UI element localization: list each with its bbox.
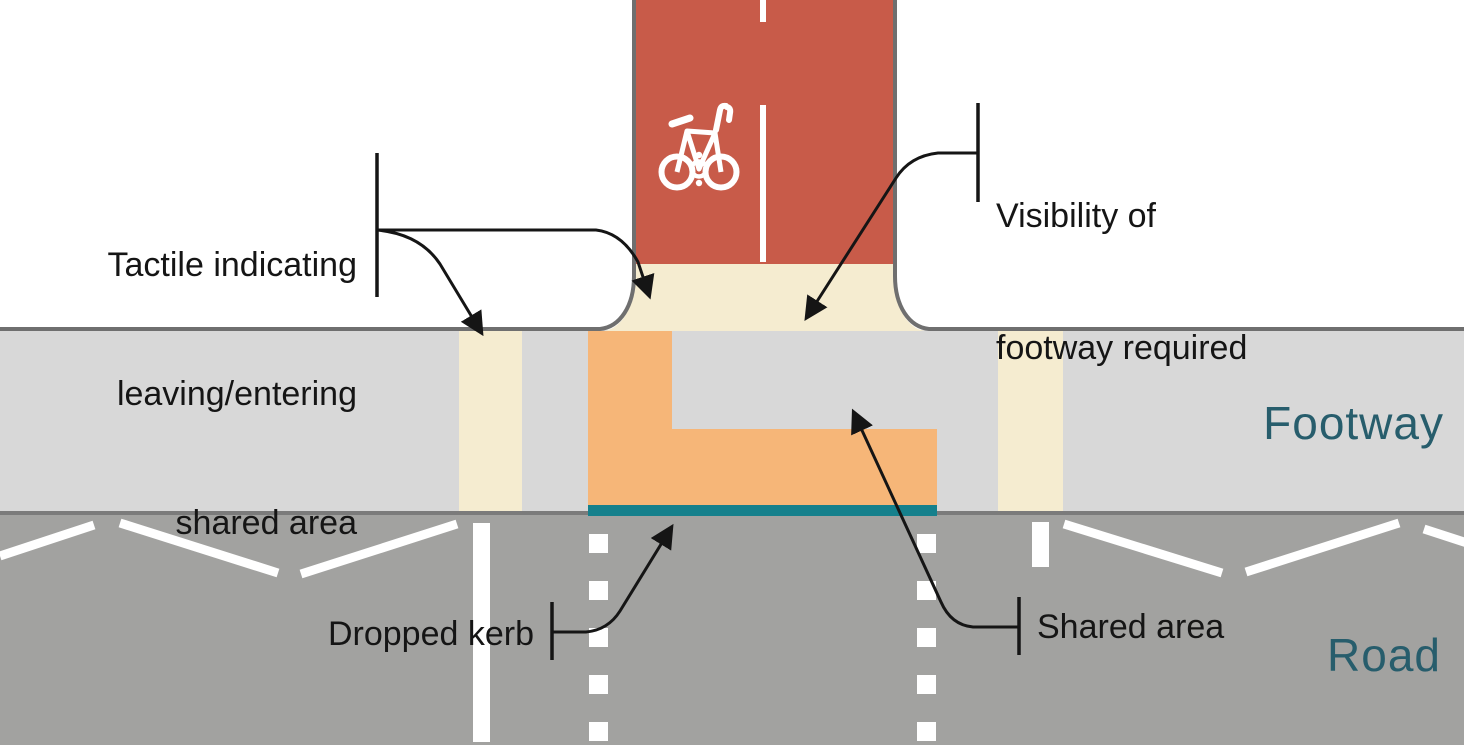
tactile-strip-left — [459, 331, 522, 511]
visibility-leader — [804, 151, 978, 322]
shared-area-leader — [851, 408, 1019, 629]
tactile-leader-to-left-strip — [376, 228, 484, 337]
dropped-kerb-annotation: Dropped kerb — [327, 615, 534, 653]
road-band — [0, 515, 1464, 745]
tactile-annotation-line2: leaving/entering — [116, 375, 357, 413]
bicycle-icon — [658, 102, 740, 191]
tactile-leader-to-crossing-band — [377, 228, 655, 300]
tactile-crossing-band — [604, 264, 925, 331]
solid-line-right — [1032, 522, 1049, 567]
crossing-dashes-left — [589, 534, 608, 741]
tactile-annotation: Tactile indicating leaving/entering shar… — [108, 158, 357, 631]
dropped-kerb-leader — [552, 523, 674, 634]
tactile-strip-right — [998, 331, 1063, 511]
cycle-track — [635, 0, 894, 264]
footway-zone-label: Footway — [1263, 397, 1444, 449]
bicycle-saddle — [668, 114, 694, 128]
tactile-annotation-line1: Tactile indicating — [107, 246, 357, 284]
zigzag-markings-right — [1062, 518, 1464, 578]
leader-arrows — [376, 151, 1019, 634]
cycle-track-centre-dash — [760, 105, 766, 262]
bicycle-handlebar — [713, 102, 734, 133]
visibility-annotation-line1: Visibility of — [996, 197, 1156, 235]
road-zone-label: Road — [1327, 629, 1441, 681]
zigzag-markings-left — [0, 518, 459, 579]
tactile-annotation-line3: shared area — [175, 504, 357, 542]
cycle-track-centre-dash — [760, 0, 766, 22]
crossing-dashes-right — [917, 534, 936, 741]
dropped-kerb-strip — [588, 505, 937, 516]
shared-area-surface — [588, 331, 937, 506]
shared-area-annotation: Shared area — [1037, 608, 1225, 646]
solid-line-left — [473, 523, 490, 742]
visibility-annotation: Visibility of footway required — [996, 106, 1247, 458]
visibility-annotation-line2: footway required — [996, 329, 1248, 367]
road-markings — [0, 518, 1464, 742]
